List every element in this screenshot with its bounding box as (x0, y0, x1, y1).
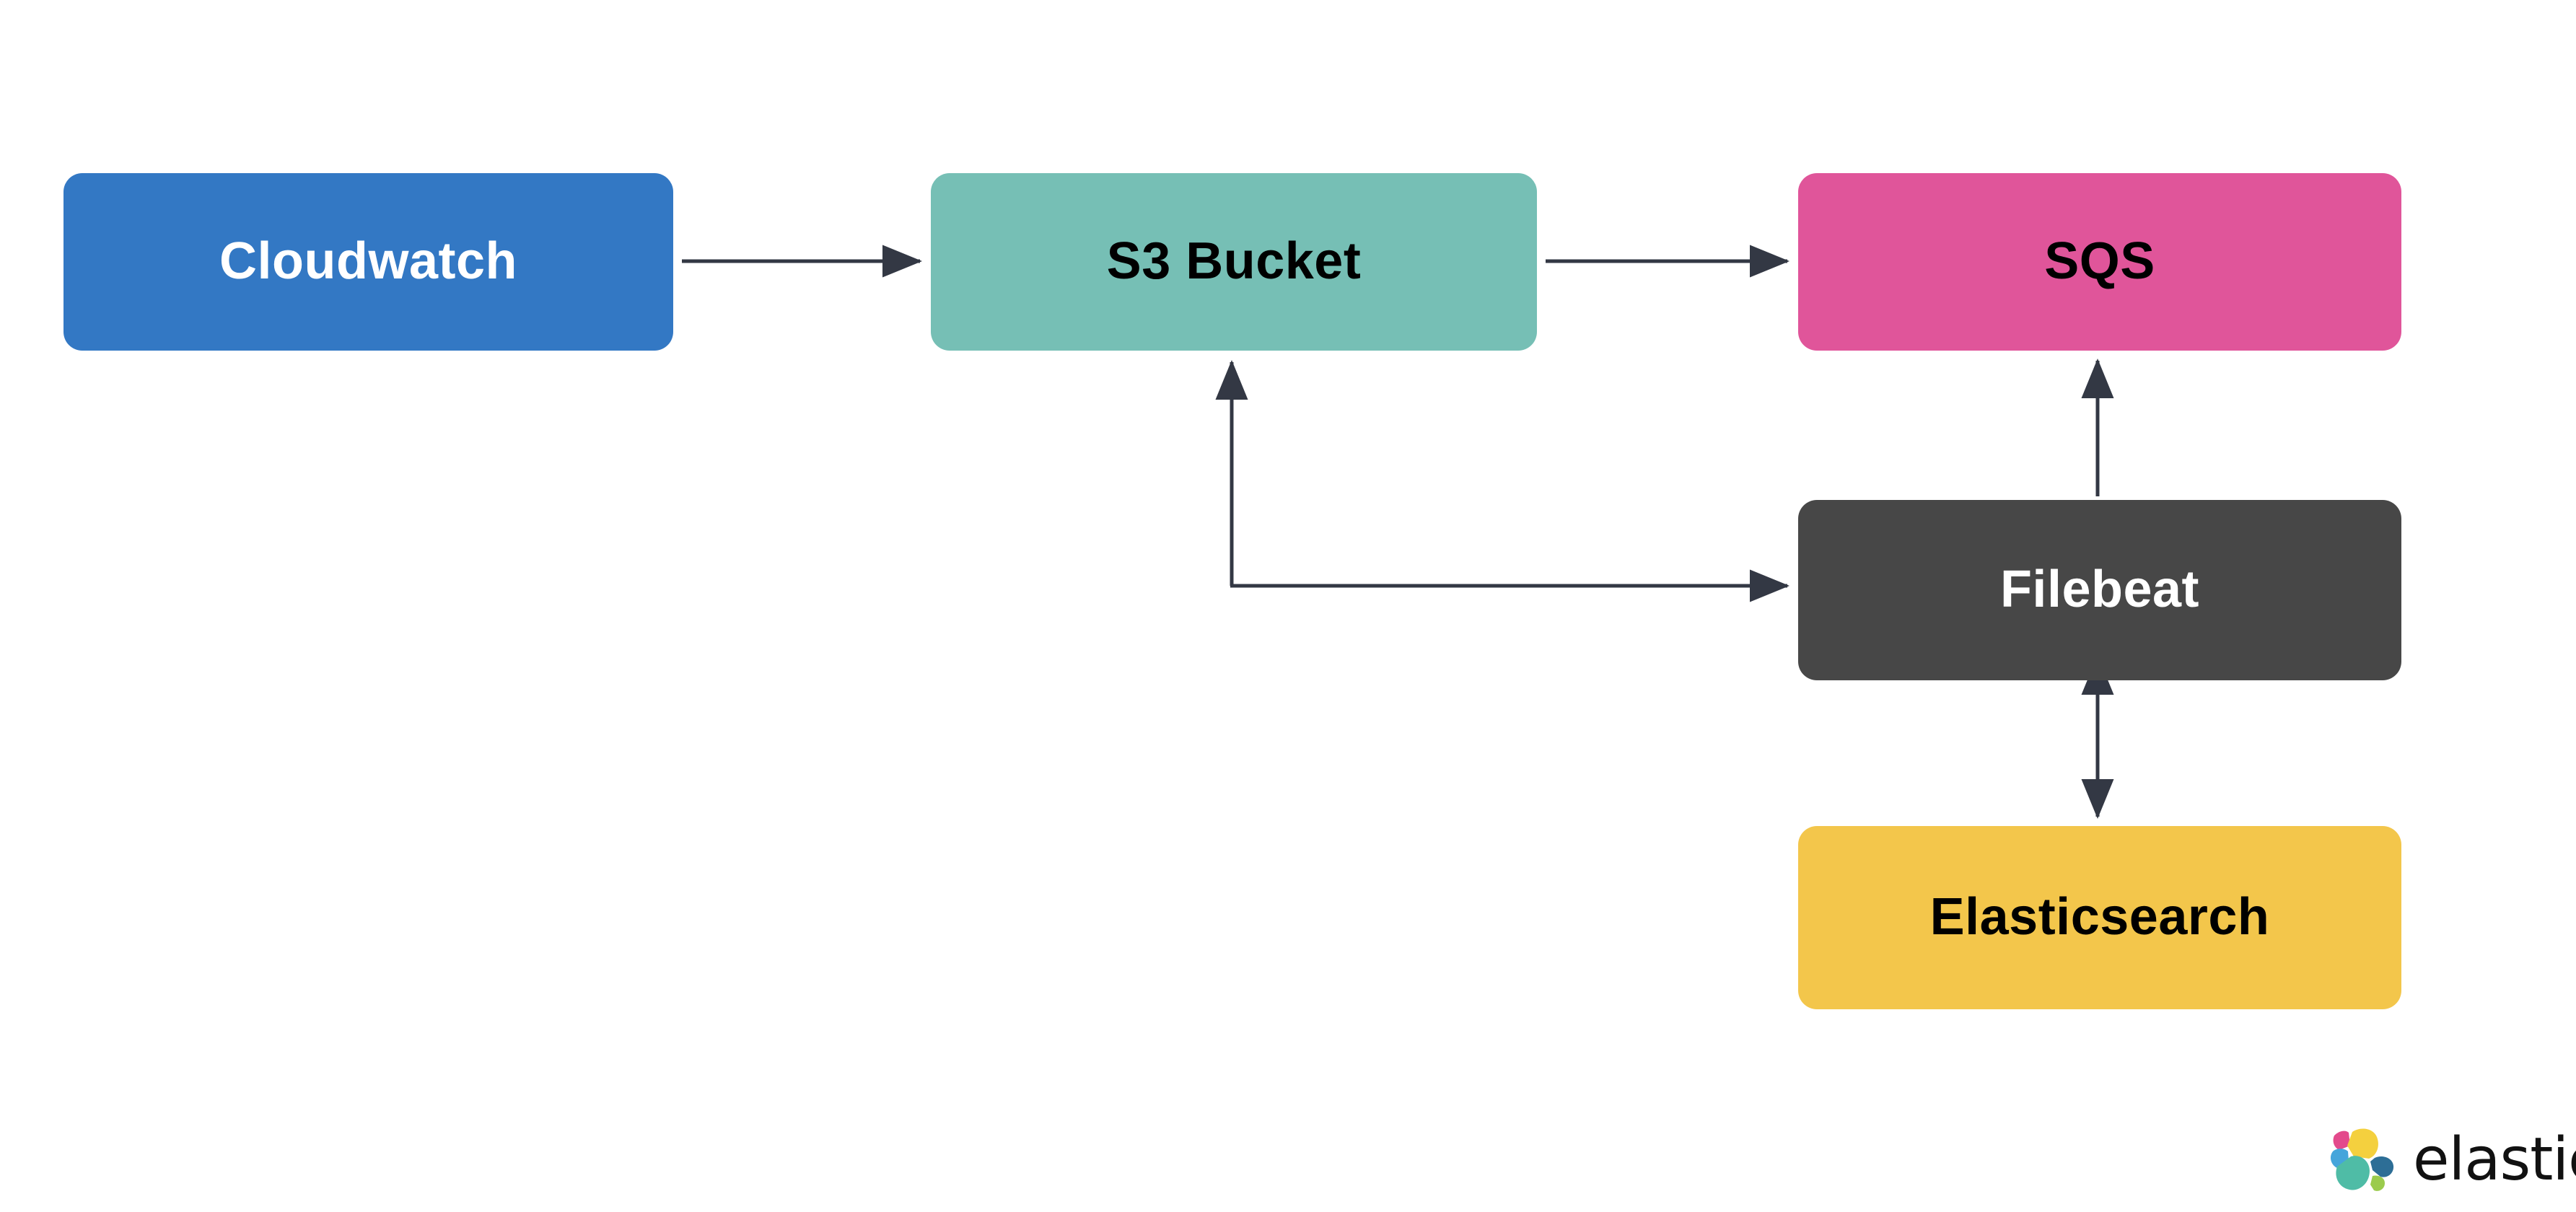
logo-petal-pink (2333, 1130, 2350, 1150)
node-s3-bucket[interactable]: S3 Bucket (931, 173, 1537, 351)
elastic-logo-mark-icon (2330, 1128, 2394, 1191)
logo-petal-yellow (2347, 1128, 2378, 1159)
node-cloudwatch[interactable]: Cloudwatch (63, 173, 673, 351)
node-sqs-label: SQS (2044, 232, 2155, 291)
node-sqs[interactable]: SQS (1798, 173, 2401, 351)
node-filebeat[interactable]: Filebeat (1798, 500, 2401, 680)
elastic-wordmark: elastic (2413, 1125, 2576, 1194)
elastic-logo: elastic (2325, 1120, 2576, 1200)
logo-petal-teal (2336, 1156, 2370, 1190)
logo-petal-dark-blue (2370, 1156, 2394, 1177)
node-filebeat-label: Filebeat (1999, 561, 2200, 619)
node-elasticsearch-label: Elasticsearch (1929, 888, 2270, 947)
node-cloudwatch-label: Cloudwatch (219, 232, 517, 291)
node-s3-bucket-label: S3 Bucket (1106, 232, 1362, 291)
node-elasticsearch[interactable]: Elasticsearch (1798, 826, 2401, 1009)
logo-petal-green (2370, 1175, 2385, 1191)
